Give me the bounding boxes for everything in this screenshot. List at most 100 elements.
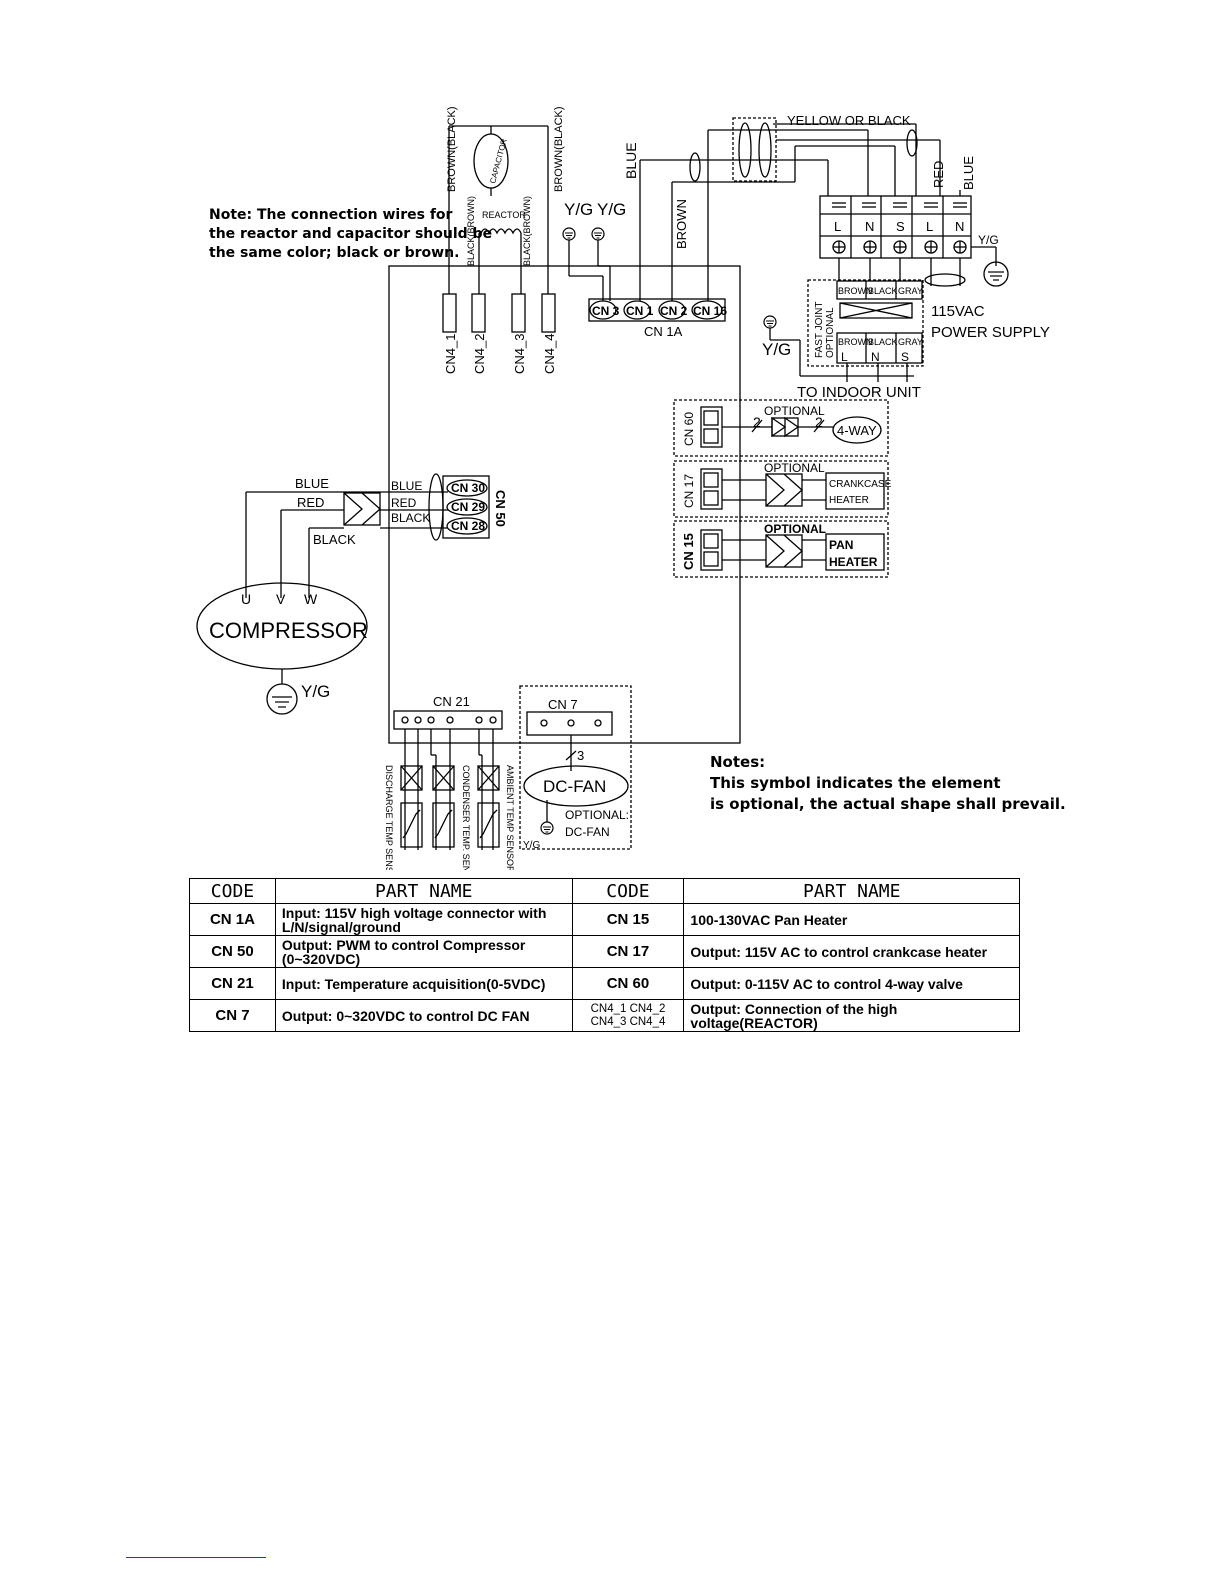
- comp-yg-label: Y/G: [301, 682, 330, 701]
- dc-fan-optional-2: DC-FAN: [565, 825, 610, 839]
- yg-label-indoor: Y/G: [762, 340, 791, 359]
- tb-label-n2: N: [955, 219, 964, 234]
- terminal-block: [819, 195, 972, 259]
- table-row: CN 21 Input: Temperature acquisition(0-5…: [189, 967, 1020, 1000]
- optional-label-3: OPTIONAL: [764, 522, 826, 536]
- cn28-label: CN 28: [451, 519, 485, 533]
- tb-label-n1: N: [865, 219, 874, 234]
- fast-joint: [807, 279, 924, 367]
- yg-label-1: Y/G: [564, 200, 593, 219]
- fj-bottom-brown: BROWN: [838, 337, 873, 347]
- cn21-label: CN 21: [433, 694, 470, 709]
- table-row: CN 50 Output: PWM to control Compressor …: [189, 935, 1020, 968]
- header-part-name-1: PART NAME: [274, 878, 573, 904]
- optional-label-2: OPTIONAL: [764, 461, 825, 475]
- crankcase-label-1: CRANKCASE: [829, 479, 892, 490]
- wire-label-red: RED: [931, 161, 946, 188]
- reactor-label: REACTOR: [482, 210, 526, 220]
- power-supply-voltage: 115VAC: [931, 303, 985, 320]
- notes-bottom: Notes: This symbol indicates the element…: [710, 752, 1066, 815]
- note-top: Note: The connection wires for the react…: [209, 206, 492, 263]
- board-wire-red: RED: [391, 496, 417, 510]
- fast-joint-optional: OPTIONAL: [825, 307, 836, 358]
- cn7-three-label: 3: [577, 748, 584, 763]
- yg-label-2: Y/G: [597, 200, 626, 219]
- ground-icon-right: [983, 261, 1009, 287]
- note-top-line1: Note: The connection wires for: [209, 207, 453, 223]
- fj-n: N: [871, 350, 880, 364]
- table-cell-code: CN 17: [571, 935, 685, 968]
- comp-wire-blue: BLUE: [295, 476, 329, 491]
- dcfan-yg-label: Y/G: [523, 840, 540, 851]
- table-cell-name: Output: 0~320VDC to control DC FAN: [274, 999, 573, 1032]
- cn60-box: [673, 399, 889, 457]
- notes-bottom-title: Notes:: [710, 753, 766, 771]
- fj-s: S: [901, 350, 909, 364]
- table-cell-name: Input: 115V high voltage connector with …: [274, 903, 573, 936]
- table-row: CN 1A Input: 115V high voltage connector…: [189, 903, 1020, 936]
- fj-bottom-gray: GRAY: [898, 337, 923, 347]
- cn15-label: CN 15: [681, 533, 696, 570]
- table-cell-code: CN 21: [189, 967, 276, 1000]
- cn7-label: CN 7: [548, 697, 578, 712]
- table-row: CN 7 Output: 0~320VDC to control DC FAN …: [189, 999, 1020, 1032]
- main-pcb: [388, 265, 741, 744]
- wiring-diagram: BROWN(BLACK) BROWN(BLACK) CAPACITOR REAC…: [196, 106, 1050, 870]
- ambient-sensor-label: AMBIENT TEMP SENSOR: [505, 765, 515, 870]
- notes-bottom-line1: This symbol indicates the element: [710, 774, 1001, 792]
- table-cell-code: CN 50: [189, 935, 276, 968]
- table-cell-name: Input: Temperature acquisition(0-5VDC): [274, 967, 573, 1000]
- condenser-sensor-label: CONDENSER TEMP. SENSOR: [461, 765, 471, 870]
- fj-top-black: BLACK: [868, 286, 898, 296]
- cn17-box: [673, 460, 889, 518]
- cn3-label: CN 3: [592, 304, 620, 318]
- tb-label-l1: L: [834, 219, 841, 234]
- table-cell-name: Output: 115V AC to control crankcase hea…: [683, 935, 1020, 968]
- wire-label-black-brown-left: BLACK(BROWN): [466, 196, 476, 266]
- cn16-label: CN 16: [693, 304, 727, 318]
- cn29-label: CN 29: [451, 500, 485, 514]
- dc-fan: [523, 765, 629, 807]
- table-cell-name: 100-130VAC Pan Heater: [683, 903, 1020, 936]
- cn50-label: CN 50: [493, 490, 508, 527]
- compressor-v: V: [276, 591, 286, 607]
- header-code-1: CODE: [189, 878, 276, 904]
- cn4-3-label: CN4_3: [512, 334, 527, 374]
- four-way-label: 4-WAY: [837, 423, 877, 438]
- wire-label-blue-right: BLUE: [961, 156, 976, 190]
- wire-label-brown: BROWN: [674, 199, 689, 249]
- two-label-a: 2: [753, 414, 761, 430]
- cn21-block: [393, 710, 503, 730]
- cn17-label: CN 17: [682, 474, 696, 508]
- fj-top-brown: BROWN: [838, 286, 873, 296]
- fj-top-gray: GRAY: [898, 286, 923, 296]
- cn1a-label: CN 1A: [644, 324, 683, 339]
- cn60-label: CN 60: [682, 412, 696, 446]
- capacitor-label: CAPACITOR: [488, 138, 509, 185]
- table-cell-code: CN 1A: [189, 903, 276, 936]
- two-label-b: 2: [815, 414, 823, 430]
- compressor-w: W: [304, 591, 318, 607]
- notes-bottom-line2: is optional, the actual shape shall prev…: [710, 795, 1066, 813]
- ground-icon-compressor: [266, 683, 298, 715]
- crankcase-label-2: HEATER: [829, 495, 869, 506]
- yg-label-right: Y/G: [978, 233, 999, 247]
- table-cell-code: CN4_1 CN4_2 CN4_3 CN4_4: [571, 999, 685, 1032]
- board-wire-blue: BLUE: [391, 479, 422, 493]
- cn7-block: [526, 711, 613, 736]
- fast-joint-label: FAST JOINT: [814, 302, 825, 359]
- note-top-line3: the same color; black or brown.: [209, 245, 460, 261]
- to-indoor-unit: TO INDOOR UNIT: [797, 384, 921, 401]
- table-cell-name: Output: 0-115V AC to control 4-way valve: [683, 967, 1020, 1000]
- wire-label-blue-top: BLUE: [623, 142, 639, 179]
- fj-l: L: [841, 350, 848, 364]
- note-top-line2: the reactor and capacitor should be: [209, 226, 493, 242]
- comp-wire-black: BLACK: [313, 532, 356, 547]
- footer-rule: [126, 1557, 266, 1558]
- cn4-1-label: CN4_1: [443, 334, 458, 374]
- dc-fan-box: [519, 685, 632, 850]
- compressor-label: COMPRESSOR: [209, 618, 368, 643]
- wire-label-brown-black-left: BROWN(BLACK): [446, 106, 458, 192]
- cn1-label: CN 1: [626, 304, 654, 318]
- tb-label-s: S: [896, 219, 905, 234]
